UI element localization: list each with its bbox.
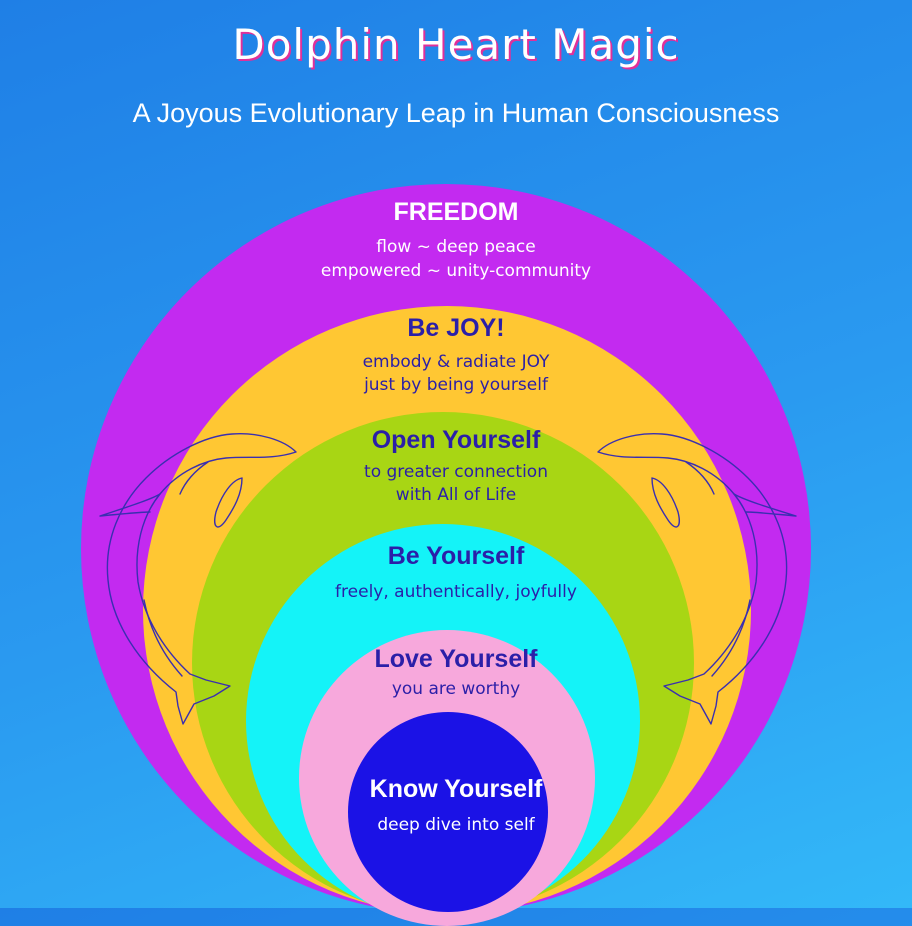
love-yourself-heading: Love Yourself [374, 645, 538, 673]
circle-know-yourself [348, 712, 548, 912]
open-yourself-heading: Open Yourself [371, 426, 541, 454]
open-yourself-line-1: to greater connection [364, 462, 548, 482]
freedom-line-1: flow ~ deep peace [376, 237, 536, 257]
know-yourself-heading: Know Yourself [369, 775, 543, 803]
be-joy-line-2: just by being yourself [364, 375, 548, 395]
page-subtitle: A Joyous Evolutionary Leap in Human Cons… [132, 98, 780, 128]
dolphin-right-icon [597, 432, 797, 725]
freedom-heading: FREEDOM [393, 198, 519, 226]
be-yourself-line-1: freely, authentically, joyfully [335, 582, 577, 602]
be-yourself-heading: Be Yourself [387, 542, 525, 570]
open-yourself-line-2: with All of Life [395, 485, 517, 505]
freedom-line-2: empowered ~ unity-community [320, 261, 592, 281]
be-joy-heading: Be JOY! [407, 314, 505, 342]
dolphin-left-icon [99, 432, 297, 725]
know-yourself-line-1: deep dive into self [377, 815, 535, 835]
love-yourself-line-1: you are worthy [391, 679, 521, 699]
be-joy-line-1: embody & radiate JOY [362, 352, 550, 372]
page-title: Dolphin Heart Magic [232, 20, 680, 69]
